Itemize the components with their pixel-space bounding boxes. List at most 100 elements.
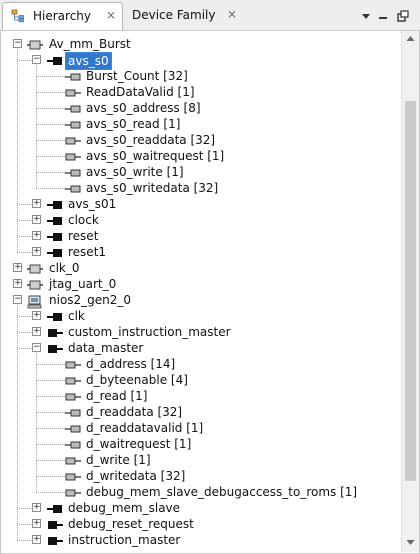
tab-device-family[interactable]: Device Family ⨯ (124, 2, 243, 30)
expand-icon[interactable]: + (13, 262, 22, 272)
tree-item[interactable]: +avs_s01 (1, 196, 403, 212)
close-icon[interactable]: ⨯ (105, 8, 116, 22)
tree-item[interactable]: d_write [1] (1, 452, 403, 468)
scrollbar-thumb[interactable] (405, 101, 416, 481)
tree-item[interactable]: +reset (1, 228, 403, 244)
hierarchy-icon (11, 9, 24, 23)
tree-item[interactable]: +instruction_master (1, 532, 403, 548)
tree-item-label: debug_mem_slave_debugaccess_to_roms [1] (86, 485, 358, 499)
tree-item[interactable]: −avs_s0 (1, 52, 403, 70)
collapse-icon[interactable]: − (13, 38, 22, 48)
tree-item[interactable]: d_byteenable [4] (1, 372, 403, 388)
tree-item-label: d_byteenable [4] (86, 373, 188, 387)
collapse-icon[interactable]: − (32, 54, 41, 64)
tree-item[interactable]: avs_s0_write [1] (1, 164, 403, 180)
tree-item-label: reset1 (68, 245, 107, 259)
scroll-down-icon[interactable] (406, 539, 415, 548)
tree-connector (36, 172, 65, 173)
expand-icon[interactable]: + (32, 198, 41, 208)
expand-icon[interactable]: + (32, 534, 41, 544)
expand-icon[interactable]: + (32, 326, 41, 336)
tree-item[interactable]: d_readdata [32] (1, 404, 403, 420)
tree-item[interactable]: d_waitrequest [1] (1, 436, 403, 452)
tree-item-label: d_writedata [32] (86, 469, 186, 483)
tree-connector (17, 252, 32, 253)
collapse-icon[interactable]: − (32, 342, 41, 352)
expand-icon[interactable]: + (32, 246, 41, 256)
view-tab-bar: Hierarchy ⨯ Device Family ⨯ (0, 0, 420, 31)
expand-icon[interactable]: + (13, 278, 22, 288)
tree-item[interactable]: d_address [14] (1, 356, 403, 372)
tree-connector (36, 124, 65, 125)
tree-item[interactable]: +clock (1, 212, 403, 228)
slave-interface-icon (47, 55, 63, 69)
minimize-icon[interactable] (375, 8, 391, 24)
tree-item[interactable]: +clk (1, 308, 403, 324)
tree-item[interactable]: +custom_instruction_master (1, 324, 403, 340)
expand-icon[interactable]: + (32, 230, 41, 240)
tree-item[interactable]: + debug_mem_slave (1, 500, 403, 516)
tree-connector (17, 540, 32, 541)
tree-item[interactable]: ReadDataValid [1] (1, 84, 403, 100)
tree-item[interactable]: avs_s0_waitrequest [1] (1, 148, 403, 164)
signal-out-icon (65, 455, 81, 469)
tree-item[interactable]: avs_s0_writedata [32] (1, 180, 403, 196)
tree-item[interactable]: avs_s0_readdata [32] (1, 132, 403, 148)
tree-connector (36, 428, 65, 429)
tree-connector (36, 396, 65, 397)
component-icon (27, 263, 43, 278)
tree-item[interactable]: avs_s0_address [8] (1, 100, 403, 116)
tree-item[interactable]: −data_master (1, 340, 403, 356)
tree-item-label: d_readdata [32] (86, 405, 183, 419)
signal-in-icon (65, 167, 81, 181)
tree-item-label: d_write [1] (86, 453, 151, 467)
tree-connector (36, 492, 65, 493)
tree-connector (17, 220, 32, 221)
tree-item[interactable]: d_writedata [32] (1, 468, 403, 484)
close-icon[interactable]: ⨯ (226, 7, 237, 21)
scroll-up-icon[interactable] (406, 35, 415, 44)
tree-item-label: debug_mem_slave (68, 501, 181, 515)
signal-in-icon (65, 103, 81, 117)
tree-item[interactable]: d_readdatavalid [1] (1, 420, 403, 436)
tree-item[interactable]: Burst_Count [32] (1, 68, 403, 84)
tree-connector (36, 92, 65, 93)
maximize-icon[interactable] (395, 8, 411, 24)
expand-icon[interactable]: + (32, 502, 41, 512)
tree-item[interactable]: +clk_0 (1, 260, 403, 276)
tree-item[interactable]: −nios2_gen2_0 (1, 292, 403, 309)
tree-item[interactable]: − Av_mm_Burst (1, 36, 403, 52)
signal-out-icon (65, 471, 81, 485)
tree-item[interactable]: d_read [1] (1, 388, 403, 404)
tree-connector (36, 364, 65, 365)
tree-item-label: Av_mm_Burst (49, 37, 131, 51)
tree-item[interactable]: +debug_reset_request (1, 516, 403, 532)
tree-item[interactable]: avs_s0_read [1] (1, 116, 403, 132)
vertical-scrollbar[interactable] (401, 31, 419, 552)
tree-item-label: avs_s0_write [1] (86, 165, 184, 179)
tree-item[interactable]: + jtag_uart_0 (1, 276, 403, 292)
expand-icon[interactable]: + (32, 214, 41, 224)
tab-hierarchy[interactable]: Hierarchy ⨯ (2, 2, 123, 30)
signal-in-icon (65, 71, 81, 85)
slave-interface-icon (47, 311, 63, 325)
collapse-icon[interactable]: − (13, 294, 22, 304)
expand-icon[interactable]: + (32, 310, 41, 320)
tree-item[interactable]: debug_mem_slave_debugaccess_to_roms [1] (1, 484, 403, 500)
tree-connector (17, 236, 32, 237)
tree-item-label: avs_s0_writedata [32] (86, 181, 219, 195)
slave-interface-icon (47, 199, 63, 213)
tree-connector (36, 380, 65, 381)
component-icon (27, 39, 43, 54)
tree-connector (36, 412, 65, 413)
component-icon (27, 279, 43, 294)
expand-icon[interactable]: + (32, 518, 41, 528)
tree-item-label: jtag_uart_0 (49, 277, 117, 291)
signal-out-icon (65, 487, 81, 501)
master-interface-icon (47, 535, 63, 549)
view-menu-icon[interactable] (358, 8, 374, 24)
tree-item-label: avs_s0_address [8] (86, 101, 201, 115)
signal-out-icon (65, 151, 81, 165)
tree-item[interactable]: + reset1 (1, 244, 403, 260)
